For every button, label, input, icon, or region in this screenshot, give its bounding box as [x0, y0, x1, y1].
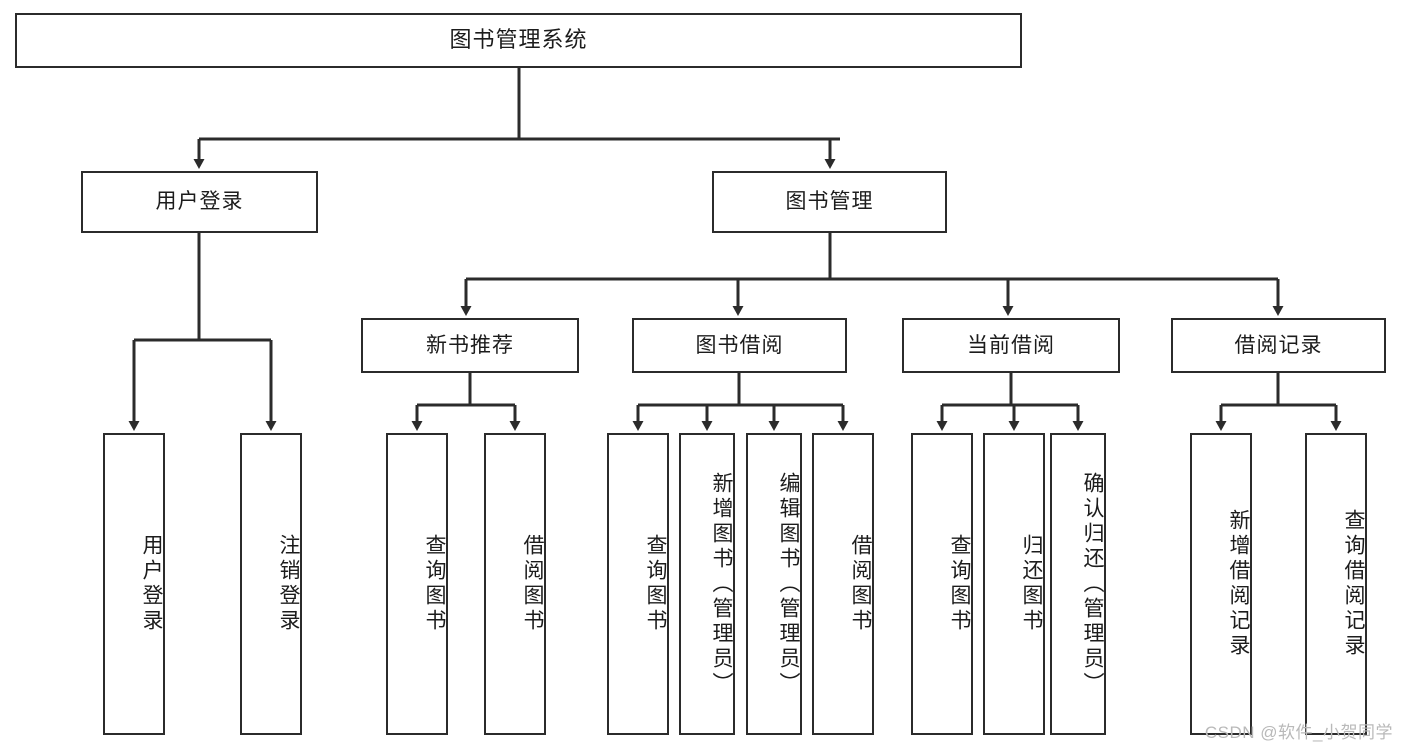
node-leaf-borrow-book-1[interactable]: 借阅图书 — [484, 433, 546, 735]
node-leaf-return-book[interactable]: 归还图书 — [983, 433, 1045, 735]
node-current-borrow[interactable]: 当前借阅 — [902, 318, 1120, 373]
node-book-borrow-label: 图书借阅 — [695, 333, 784, 357]
node-leaf-query-book-1[interactable]: 查询图书 — [386, 433, 448, 735]
node-leaf-confirm-return-label: 确认归还（管理员） — [1081, 471, 1104, 697]
node-user-login[interactable]: 用户登录 — [81, 171, 318, 233]
node-book-borrow[interactable]: 图书借阅 — [632, 318, 847, 373]
node-leaf-logout-label: 注销登录 — [277, 534, 300, 634]
node-borrow-record[interactable]: 借阅记录 — [1171, 318, 1386, 373]
node-book-manage[interactable]: 图书管理 — [712, 171, 947, 233]
node-root[interactable]: 图书管理系统 — [15, 13, 1022, 68]
node-borrow-record-label: 借阅记录 — [1234, 333, 1323, 357]
node-leaf-edit-book-label: 编辑图书（管理员） — [777, 471, 800, 697]
node-leaf-query-book-2-label: 查询图书 — [644, 534, 667, 634]
node-leaf-edit-book[interactable]: 编辑图书（管理员） — [746, 433, 802, 735]
node-leaf-confirm-return[interactable]: 确认归还（管理员） — [1050, 433, 1106, 735]
node-leaf-query-record[interactable]: 查询借阅记录 — [1305, 433, 1367, 735]
node-book-manage-label: 图书管理 — [785, 190, 874, 214]
node-leaf-query-book-3[interactable]: 查询图书 — [911, 433, 973, 735]
node-leaf-add-record[interactable]: 新增借阅记录 — [1190, 433, 1252, 735]
node-new-book-rec-label: 新书推荐 — [426, 333, 514, 357]
node-leaf-logout[interactable]: 注销登录 — [240, 433, 302, 735]
node-leaf-query-book-1-label: 查询图书 — [423, 534, 446, 634]
node-leaf-add-book-label: 新增图书（管理员） — [710, 471, 733, 697]
node-leaf-user-login[interactable]: 用户登录 — [103, 433, 165, 735]
node-leaf-query-record-label: 查询借阅记录 — [1342, 509, 1365, 659]
node-leaf-add-book[interactable]: 新增图书（管理员） — [679, 433, 735, 735]
node-new-book-rec[interactable]: 新书推荐 — [361, 318, 579, 373]
node-leaf-add-record-label: 新增借阅记录 — [1227, 509, 1250, 659]
node-leaf-query-book-2[interactable]: 查询图书 — [607, 433, 669, 735]
node-leaf-borrow-book-2-label: 借阅图书 — [849, 534, 872, 634]
node-leaf-return-book-label: 归还图书 — [1020, 534, 1043, 634]
node-leaf-borrow-book-2[interactable]: 借阅图书 — [812, 433, 874, 735]
watermark-text: CSDN @软件_小贺同学 — [1204, 723, 1393, 742]
node-leaf-borrow-book-1-label: 借阅图书 — [521, 534, 544, 634]
node-current-borrow-label: 当前借阅 — [967, 333, 1055, 357]
node-leaf-user-login-label: 用户登录 — [140, 534, 163, 634]
node-user-login-label: 用户登录 — [155, 190, 244, 214]
node-root-label: 图书管理系统 — [449, 27, 588, 53]
node-leaf-query-book-3-label: 查询图书 — [948, 534, 971, 634]
